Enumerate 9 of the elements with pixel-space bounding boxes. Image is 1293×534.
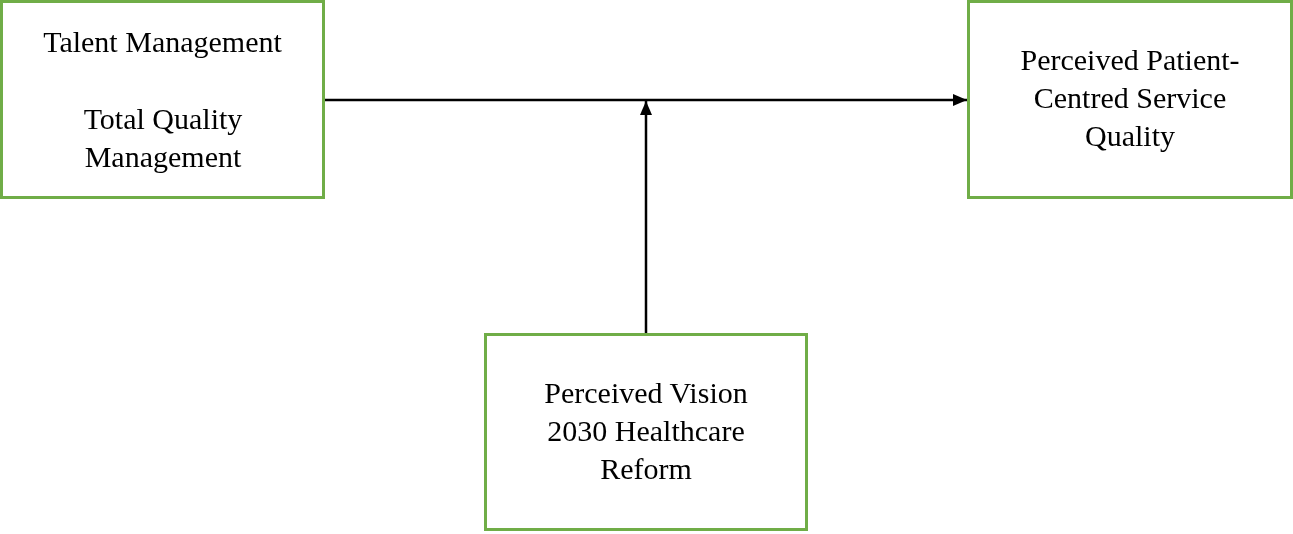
variable-label: Perceived Vision 2030 Healthcare Reform [543, 375, 749, 487]
arrow [640, 101, 652, 333]
variable-label: Total Quality Management [82, 101, 244, 175]
variable-box [0, 0, 325, 199]
variable-box [967, 0, 1293, 199]
variable-label: Perceived Patient-Centred Service Quality [1019, 42, 1241, 154]
variable-box [484, 333, 808, 531]
arrow [325, 94, 967, 106]
variable-label: Talent Management [42, 24, 283, 60]
